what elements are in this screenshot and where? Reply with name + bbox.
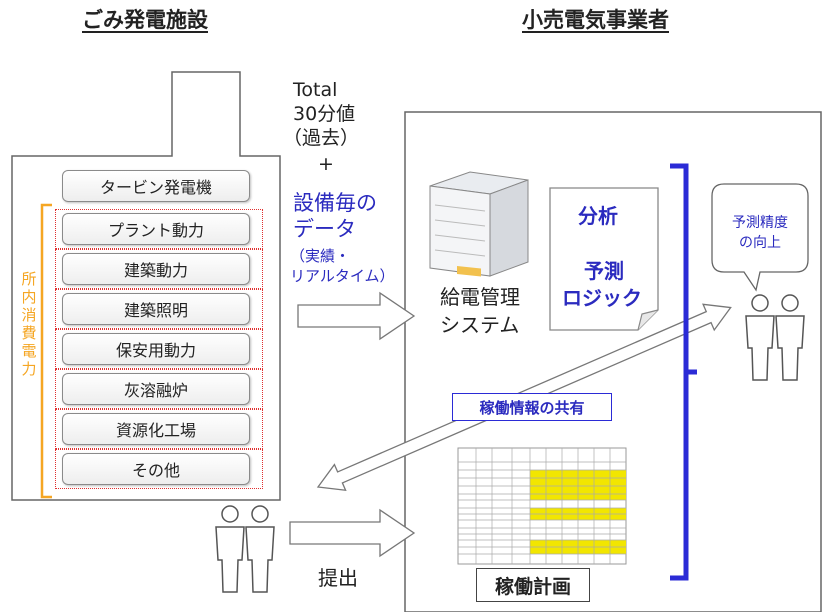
equipment-dotted-frame	[55, 209, 263, 249]
flow-per-equipment-line1: 設備毎の	[293, 191, 377, 215]
submit-label: 提出	[318, 566, 358, 590]
equipment-dotted-frame	[55, 369, 263, 409]
equipment-item: その他	[62, 453, 250, 485]
submit-arrow	[289, 508, 416, 558]
equipment-item: プラント動力	[62, 213, 250, 245]
people-right-icon	[745, 294, 805, 381]
equipment-item: 建築照明	[62, 293, 250, 325]
doc-analysis: 分析	[578, 204, 618, 228]
equipment-item: 灰溶融炉	[62, 373, 250, 405]
operation-plan-label: 稼働計画	[476, 568, 590, 602]
equipment-item: 資源化工場	[62, 413, 250, 445]
server-icon	[429, 171, 529, 277]
equipment-dotted-frame	[55, 409, 263, 449]
equipment-item: 建築動力	[62, 253, 250, 285]
system-label-line2: システム	[440, 313, 520, 337]
flow-per-equipment-line2: データ	[293, 217, 356, 241]
equipment-dotted-frame	[55, 249, 263, 289]
flow-past: （過去）	[283, 127, 360, 149]
system-label-line1: 給電管理	[440, 285, 520, 309]
speech-bubble	[711, 183, 809, 292]
flow-realtime-line2: リアルタイム）	[290, 267, 395, 285]
share-label: 稼働情報の共有	[452, 393, 612, 421]
equipment-dotted-frame	[55, 449, 263, 489]
doc-logic: ロジック	[562, 286, 642, 310]
equipment-dotted-frame	[55, 289, 263, 329]
bubble-line2: の向上	[739, 235, 781, 251]
internal-power-bracket	[40, 203, 52, 499]
operation-plan-table	[457, 447, 627, 565]
left-heading: ごみ発電施設	[82, 8, 208, 32]
doc-prediction: 予測	[584, 259, 624, 283]
internal-power-label: 所内消費電力	[21, 270, 37, 378]
flow-total: Total	[293, 79, 338, 101]
equipment-dotted-frame	[55, 329, 263, 369]
people-left-icon	[215, 505, 275, 593]
equipment-item: 保安用動力	[62, 333, 250, 365]
data-flow-arrow	[297, 291, 416, 341]
turbine-generator-box: タービン発電機	[62, 170, 250, 202]
right-heading: 小売電気事業者	[522, 8, 669, 32]
flow-plus: +	[318, 153, 334, 175]
flow-30min: 30分値	[293, 103, 356, 125]
flow-realtime-line1: （実績・	[290, 247, 351, 265]
bubble-line1: 予測精度	[732, 215, 788, 231]
blue-bracket	[670, 163, 697, 581]
